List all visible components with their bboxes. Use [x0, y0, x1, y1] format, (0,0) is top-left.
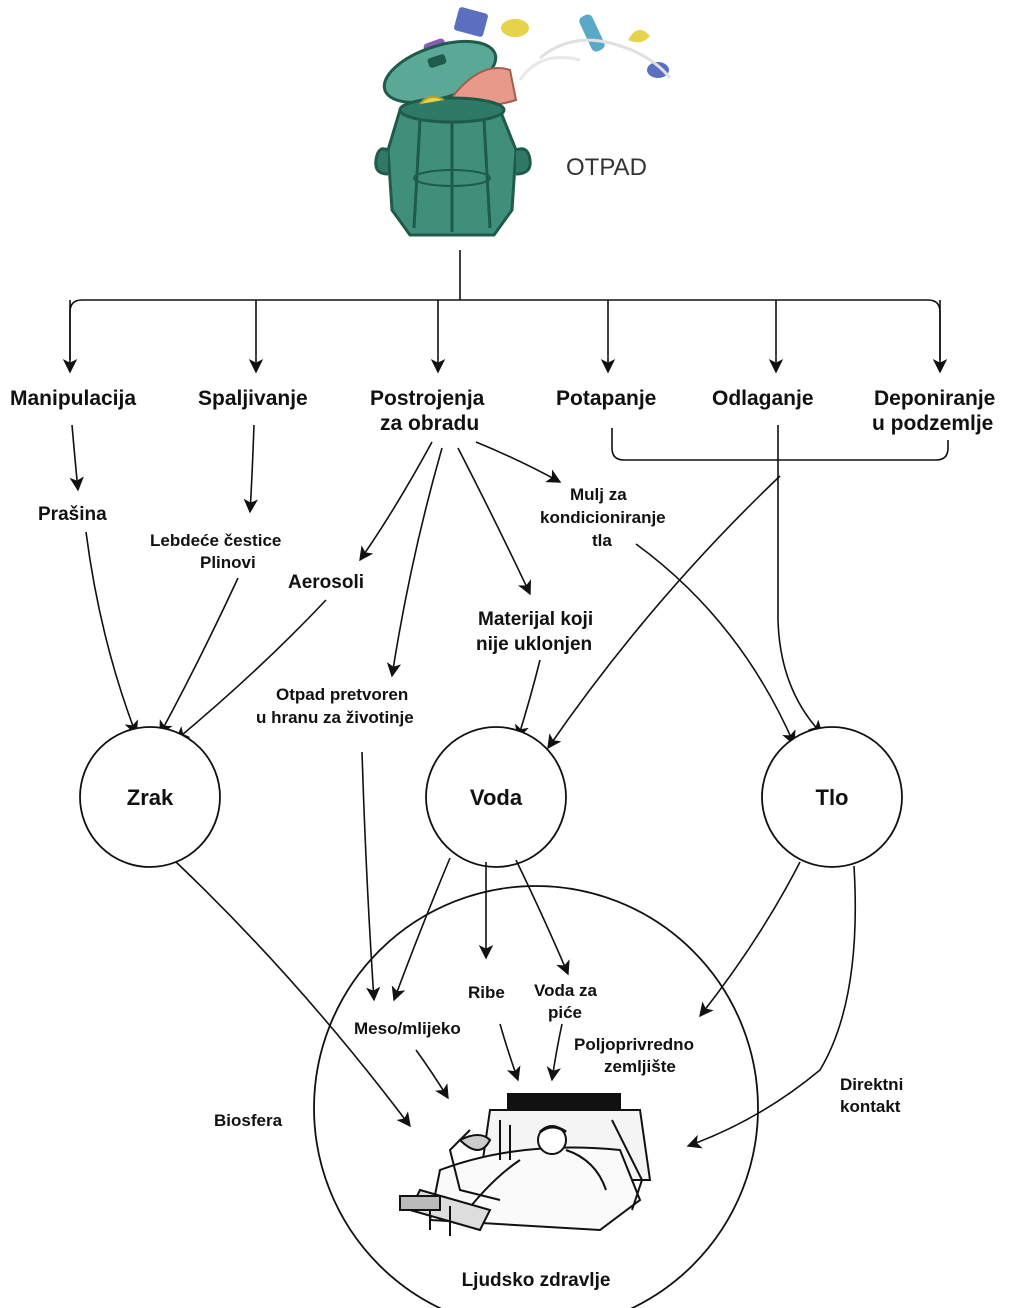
pathway-voda-pice: Voda za	[534, 981, 598, 1000]
node-mulj-line2: kondicioniranje	[540, 508, 666, 527]
pathway-direktni: Direktni	[840, 1075, 903, 1094]
node-mulj-line3: tla	[592, 531, 612, 550]
diagram-title: OTPAD	[566, 154, 647, 181]
source-postrojenja: Postrojenja	[370, 387, 485, 410]
source-odlaganje: Odlaganje	[712, 387, 814, 410]
medium-voda-label: Voda	[470, 785, 523, 810]
pathway-poljoprivredno: Poljoprivredno	[574, 1035, 694, 1054]
trash-bin-icon	[374, 7, 672, 237]
source-spaljivanje: Spaljivanje	[198, 387, 308, 410]
medium-tlo	[761, 726, 903, 868]
biosphere-circle	[313, 885, 759, 1308]
node-otpad-hrana: Otpad pretvoren	[276, 685, 408, 704]
pathway-biosfera: Biosfera	[214, 1111, 283, 1130]
pathway-ribe: Ribe	[468, 983, 505, 1002]
pathway-poljoprivredno-line2: zemljište	[604, 1057, 676, 1076]
sick-person-bed-icon	[399, 1093, 652, 1236]
node-mulj: Mulj za	[570, 485, 627, 504]
source-potapanje: Potapanje	[556, 387, 656, 410]
pathway-voda-pice-line2: piće	[548, 1003, 582, 1022]
node-materijal: Materijal koji	[478, 609, 593, 630]
pathway-direktni-line2: kontakt	[840, 1097, 901, 1116]
medium-voda	[425, 726, 567, 868]
source-deponiranje: Deponiranje	[874, 387, 995, 410]
node-aerosoli: Aerosoli	[288, 572, 364, 593]
medium-tlo-label: Tlo	[816, 785, 849, 810]
node-prasina: Prašina	[38, 504, 107, 525]
node-lebdece: Lebdeće čestice	[150, 531, 281, 550]
node-otpad-hrana-line2: u hranu za životinje	[256, 708, 414, 727]
medium-zrak-label: Zrak	[127, 785, 174, 810]
source-deponiranje-line2: u podzemlje	[872, 412, 993, 435]
node-materijal-line2: nije uklonjen	[476, 634, 592, 655]
source-manipulacija: Manipulacija	[10, 387, 136, 410]
pathway-meso: Meso/mlijeko	[354, 1019, 461, 1038]
source-postrojenja-line2: za obradu	[380, 412, 479, 435]
outcome-ljudsko-zdravlje: Ljudsko zdravlje	[462, 1270, 611, 1291]
node-plinovi: Plinovi	[200, 553, 256, 572]
medium-zrak	[79, 726, 221, 868]
